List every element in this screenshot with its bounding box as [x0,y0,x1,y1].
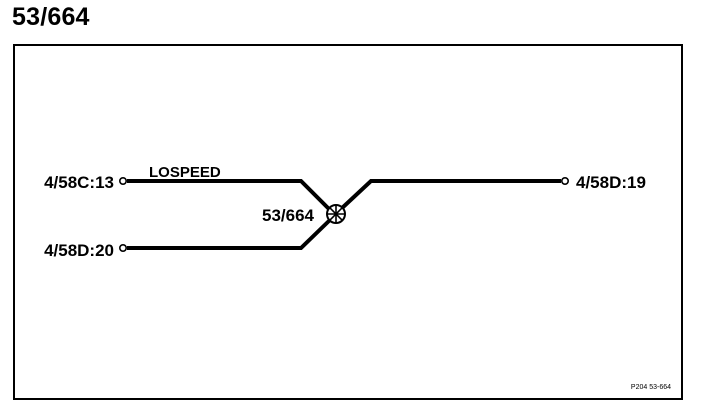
splice-label: 53/664 [262,206,315,225]
diagram-frame [13,44,683,400]
splice-icon [326,204,346,224]
pin-terminal-left-top [119,177,128,186]
connector-label-left-top: 4/58C:13 [44,173,114,192]
wire-left-top [127,179,334,214]
wire-label: LOSPEED [149,164,221,181]
pin-terminal-left-bottom [119,244,128,253]
reference-label: P204 53-664 [631,384,671,391]
connector-label-right: 4/58D:19 [576,173,646,192]
wire-left-bottom [127,216,334,250]
connector-label-left-bottom: 4/58D:20 [44,241,114,260]
page-title: 53/664 [12,3,90,31]
pin-terminal-right [560,177,569,186]
wire-right [339,179,561,211]
